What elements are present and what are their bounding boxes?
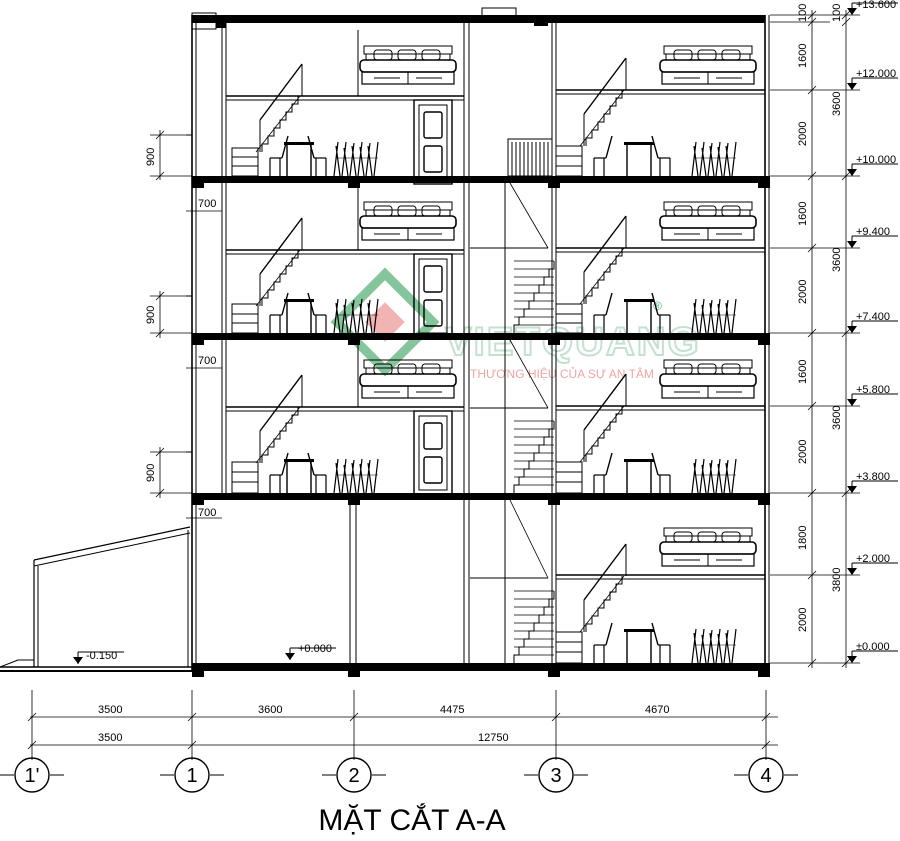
bottom-dimension-lines: [27, 690, 778, 760]
svg-text:3: 3: [550, 765, 561, 787]
elevation-label: +7.400: [856, 311, 890, 323]
dim-seg-6: 2000: [797, 440, 809, 464]
dim-total-yard: 3500: [98, 732, 122, 744]
svg-text:1': 1': [25, 765, 40, 787]
drawing-title: MẶT CẮT A-A: [318, 803, 505, 837]
dim-seg-7: 1800: [797, 526, 809, 550]
dim-bay-2-3: 4475: [440, 704, 464, 716]
elevation-label: +5.800: [856, 384, 890, 396]
watermark-trademark: ®: [653, 299, 662, 313]
dim-seg-3: 1600: [797, 202, 809, 226]
svg-text:2: 2: [348, 765, 359, 787]
dim-seg-2: 2000: [797, 122, 809, 146]
svg-text:1: 1: [186, 765, 197, 787]
right-dimension-lines: [770, 10, 860, 668]
storage-shelves: [231, 145, 583, 664]
dim-railing-4: 900: [145, 148, 157, 166]
svg-text:4: 4: [760, 765, 771, 787]
dim-top-slab: 100: [831, 4, 843, 22]
dim-floor-4: 3600: [831, 92, 843, 116]
grid-bubble-1: 1: [174, 757, 210, 793]
dim-seg-1: 1600: [797, 44, 809, 68]
watermark-brand: VIETQUANG: [445, 320, 701, 364]
dim-eave-3: 700: [198, 198, 216, 210]
elevation-label: +9.400: [856, 226, 890, 238]
elevation-label: +3.800: [856, 471, 890, 483]
left-dimension-lines: [150, 130, 222, 519]
level-floor: +0.000: [298, 643, 332, 655]
dim-railing-3: 900: [145, 306, 157, 324]
dim-floor-1: 3800: [831, 568, 843, 592]
grid-bubble-1p: 1': [14, 757, 50, 793]
dim-eave-2: 700: [198, 355, 216, 367]
yard-canopy: [0, 526, 192, 672]
building-section: [186, 7, 770, 677]
grid-bubble-2: 2: [336, 757, 372, 793]
watermark-slogan: THƯƠNG HIỆU CỦA SỰ AN TÂM: [470, 366, 654, 381]
dim-bay-3-4: 4670: [645, 704, 669, 716]
level-yard: -0.150: [86, 650, 117, 662]
doors: [413, 99, 453, 496]
dim-bay-1p-1: 3500: [98, 704, 122, 716]
dim-floor-2: 3600: [831, 406, 843, 430]
dim-eave-1: 700: [198, 507, 216, 519]
dim-total-building: 12750: [478, 732, 509, 744]
dim-railing-2: 900: [145, 464, 157, 482]
dining-sets: [269, 135, 671, 664]
plants: [333, 141, 737, 664]
dim-floor-3: 3600: [831, 248, 843, 272]
dim-seg-4: 2000: [797, 280, 809, 304]
dim-seg-5: 1600: [797, 360, 809, 384]
dim-bay-1-2: 3600: [258, 704, 282, 716]
elevation-label: +10.000: [856, 154, 896, 166]
dim-seg-8: 2000: [797, 608, 809, 632]
elevation-label: +12.000: [856, 68, 896, 80]
dim-seg-0: 100: [797, 4, 809, 22]
elevation-label: +2.000: [856, 553, 890, 565]
grid-bubble-4: 4: [748, 757, 784, 793]
grid-bubble-3: 3: [538, 757, 574, 793]
core-stairs: [470, 182, 555, 664]
elevation-label: ±0.000: [856, 641, 890, 653]
elevation-label: +13.600: [856, 0, 896, 11]
